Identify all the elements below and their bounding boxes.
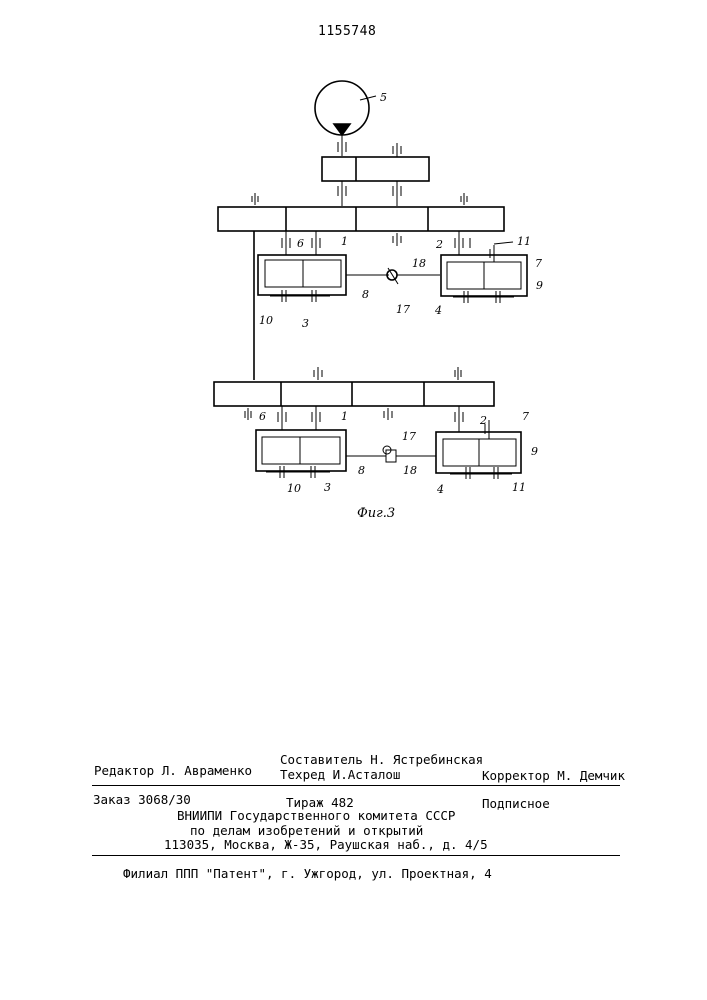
label-housing-right-bottom: 9 <box>531 445 538 458</box>
label-housing-left-top: 8 <box>362 288 369 301</box>
compiler-credit: Составитель Н. Ястребинская <box>280 752 483 767</box>
label-clutch-d-bottom: 7 <box>522 410 529 423</box>
label-shaft-left-outer-top: 10 <box>259 314 273 327</box>
upper-right-differential <box>441 231 527 303</box>
label-clutch-a-top: 6 <box>297 237 304 250</box>
label-clutch-b-top: 1 <box>341 235 348 248</box>
subscription-note: Подписное <box>482 796 550 811</box>
label-housing-right-top: 9 <box>536 279 543 292</box>
label-housing-left-bottom: 8 <box>358 464 365 477</box>
label-shaft-right-outer-bottom: 11 <box>512 481 526 494</box>
upper-gear-train <box>218 207 504 231</box>
label-shaft-right-inner-top: 4 <box>434 304 442 317</box>
org-line-2: по делам изобретений и открытий <box>190 823 423 838</box>
lower-right-differential <box>436 406 521 479</box>
upper-left-differential <box>258 231 389 302</box>
label-shaft-right-outer-top: 11 <box>517 235 531 248</box>
label-link-a-top: 17 <box>396 303 410 316</box>
label-shaft-left-outer-bottom: 10 <box>287 482 301 495</box>
label-shaft-left-inner-bottom: 3 <box>324 481 331 494</box>
org-line-1: ВНИИПИ Государственного комитета СССР <box>177 808 455 823</box>
footer-divider-bottom <box>92 855 620 856</box>
corrector-credit: Корректор М. Демчик <box>482 768 625 783</box>
label-link-b-bottom: 18 <box>403 464 417 477</box>
input-gear-block <box>322 157 429 181</box>
order-number: Заказ 3068/30 <box>93 792 191 807</box>
branch-address: Филиал ППП "Патент", г. Ужгород, ул. Про… <box>123 866 492 881</box>
lower-left-differential <box>256 406 386 478</box>
editor-credit: Редактор Л. Авраменко <box>94 763 252 778</box>
figure-caption: Фиг.3 <box>357 506 395 521</box>
label-clutch-b-bottom: 1 <box>341 410 348 423</box>
label-link-a-bottom: 17 <box>402 430 416 443</box>
label-clutch-a-bottom: 6 <box>259 410 266 423</box>
techred-credit: Техред И.Асталош <box>280 767 400 782</box>
label-clutch-d-top: 7 <box>535 257 542 270</box>
lower-gear-train <box>214 382 494 406</box>
org-address: 113035, Москва, Ж-35, Раушская наб., д. … <box>164 837 488 852</box>
label-clutch-c-top: 2 <box>435 238 443 251</box>
label-shaft-right-inner-bottom: 4 <box>436 483 444 496</box>
label-link-b-top: 18 <box>412 257 426 270</box>
label-motor: 5 <box>380 91 387 104</box>
label-clutch-c-bottom: 2 <box>479 414 487 427</box>
footer-divider-top <box>92 785 620 786</box>
motor-symbol <box>315 81 376 135</box>
mechanism-schematic: 5 <box>0 0 707 540</box>
label-shaft-left-inner-top: 3 <box>302 317 309 330</box>
